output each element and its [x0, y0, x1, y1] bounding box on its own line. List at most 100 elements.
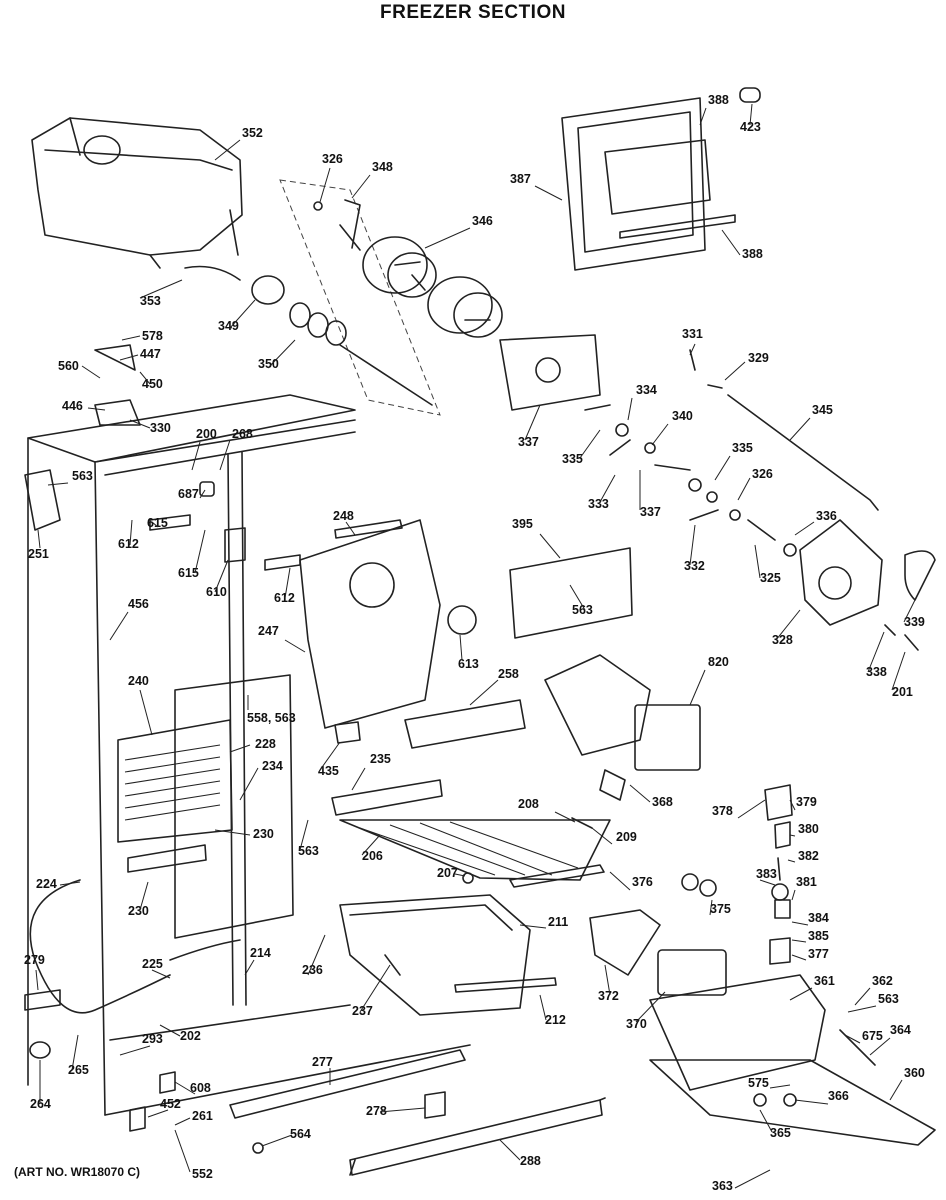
- shelf-drawing: [331, 699, 611, 888]
- part-label: 329: [748, 351, 769, 365]
- part-label: 364: [890, 1023, 911, 1037]
- part-label: 348: [372, 160, 393, 174]
- part-label: 251: [28, 547, 49, 561]
- part-leader-line: [147, 1109, 169, 1118]
- part-leader-line: [459, 634, 463, 661]
- part-label: 328: [772, 633, 793, 647]
- part-label: 820: [708, 655, 729, 669]
- part-label: 228: [255, 737, 276, 751]
- part-label: 563: [572, 603, 593, 617]
- linkage-parts-drawing: [584, 349, 879, 541]
- freezer-liner-drawing: [27, 394, 471, 1116]
- part-label: 334: [636, 383, 657, 397]
- part-leader-line: [159, 1024, 181, 1037]
- part-label: 293: [142, 1032, 163, 1046]
- part-leader-line: [749, 103, 753, 126]
- part-leader-line: [699, 107, 707, 126]
- control-box-drawing: [589, 909, 727, 996]
- part-label: 382: [798, 849, 819, 863]
- part-label: 207: [437, 866, 458, 880]
- part-leader-line: [635, 991, 666, 1023]
- part-leader-line: [359, 964, 391, 1013]
- part-leader-line: [87, 407, 106, 411]
- part-label: 612: [118, 537, 139, 551]
- part-leader-line: [737, 477, 751, 501]
- part-label: 447: [140, 347, 161, 361]
- part-leader-line: [847, 1005, 877, 1013]
- page-title: FREEZER SECTION: [380, 2, 566, 23]
- part-leader-line: [121, 335, 141, 341]
- part-label: 613: [458, 657, 479, 671]
- part-leader-line: [129, 419, 151, 429]
- part-leader-line: [534, 185, 563, 201]
- part-leader-line: [139, 881, 149, 911]
- part-label: 331: [682, 327, 703, 341]
- part-label: 247: [258, 624, 279, 638]
- part-label: 336: [816, 509, 837, 523]
- part-label: 333: [588, 497, 609, 511]
- part-leader-line: [81, 365, 101, 379]
- part-leader-line: [424, 227, 471, 249]
- small-parts-drawing: [681, 784, 793, 965]
- part-label: 350: [258, 357, 279, 371]
- part-leader-line: [794, 1099, 829, 1105]
- part-label: 376: [632, 875, 653, 889]
- part-label: 278: [366, 1104, 387, 1118]
- part-leader-line: [299, 819, 309, 851]
- part-label: 395: [512, 517, 533, 531]
- part-label: 325: [760, 571, 781, 585]
- part-label: 385: [808, 929, 829, 943]
- part-label: 337: [640, 505, 661, 519]
- part-leader-line: [689, 669, 706, 706]
- part-leader-line: [629, 784, 651, 803]
- part-leader-line: [791, 921, 809, 926]
- part-label: 575: [748, 1076, 769, 1090]
- part-label: 564: [290, 1127, 311, 1141]
- part-label: 353: [140, 294, 161, 308]
- part-leader-line: [499, 1139, 521, 1161]
- part-leader-line: [351, 767, 366, 791]
- part-label: 456: [128, 597, 149, 611]
- part-label: 235: [370, 752, 391, 766]
- part-label: 578: [142, 329, 163, 343]
- part-label: 240: [128, 674, 149, 688]
- part-leader-line: [599, 474, 616, 503]
- part-label: 446: [62, 399, 83, 413]
- part-leader-line: [569, 584, 586, 611]
- part-label: 225: [142, 957, 163, 971]
- part-number-labels: 3523263483463884233873883533493505784475…: [24, 93, 925, 1193]
- part-label: 365: [770, 1126, 791, 1140]
- part-leader-line: [609, 871, 631, 891]
- part-label: 375: [710, 902, 731, 916]
- part-leader-line: [284, 567, 291, 599]
- part-leader-line: [199, 489, 206, 499]
- part-leader-line: [759, 1109, 773, 1133]
- part-label: 279: [24, 953, 45, 967]
- part-leader-line: [844, 1034, 861, 1044]
- part-label: 452: [160, 1097, 181, 1111]
- part-label: 363: [712, 1179, 733, 1193]
- part-leader-line: [59, 881, 81, 886]
- part-label: 345: [812, 403, 833, 417]
- part-label: 208: [518, 797, 539, 811]
- part-label: 326: [322, 152, 343, 166]
- part-label: 378: [712, 804, 733, 818]
- part-label: 200: [196, 427, 217, 441]
- part-leader-line: [591, 827, 613, 845]
- part-label: 234: [262, 759, 283, 773]
- part-leader-line: [37, 529, 41, 549]
- part-label: 379: [796, 795, 817, 809]
- part-label: 349: [218, 319, 239, 333]
- part-label: 388: [742, 247, 763, 261]
- part-label: 362: [872, 974, 893, 988]
- back-plate-drawing: [509, 547, 633, 639]
- part-leader-line: [791, 939, 807, 943]
- part-leader-line: [109, 611, 129, 641]
- part-leader-line: [219, 439, 231, 471]
- part-label: 612: [274, 591, 295, 605]
- part-leader-line: [351, 174, 371, 199]
- part-leader-line: [469, 679, 499, 706]
- part-label: 608: [190, 1081, 211, 1095]
- part-label: 201: [892, 685, 913, 699]
- part-leader-line: [361, 834, 381, 856]
